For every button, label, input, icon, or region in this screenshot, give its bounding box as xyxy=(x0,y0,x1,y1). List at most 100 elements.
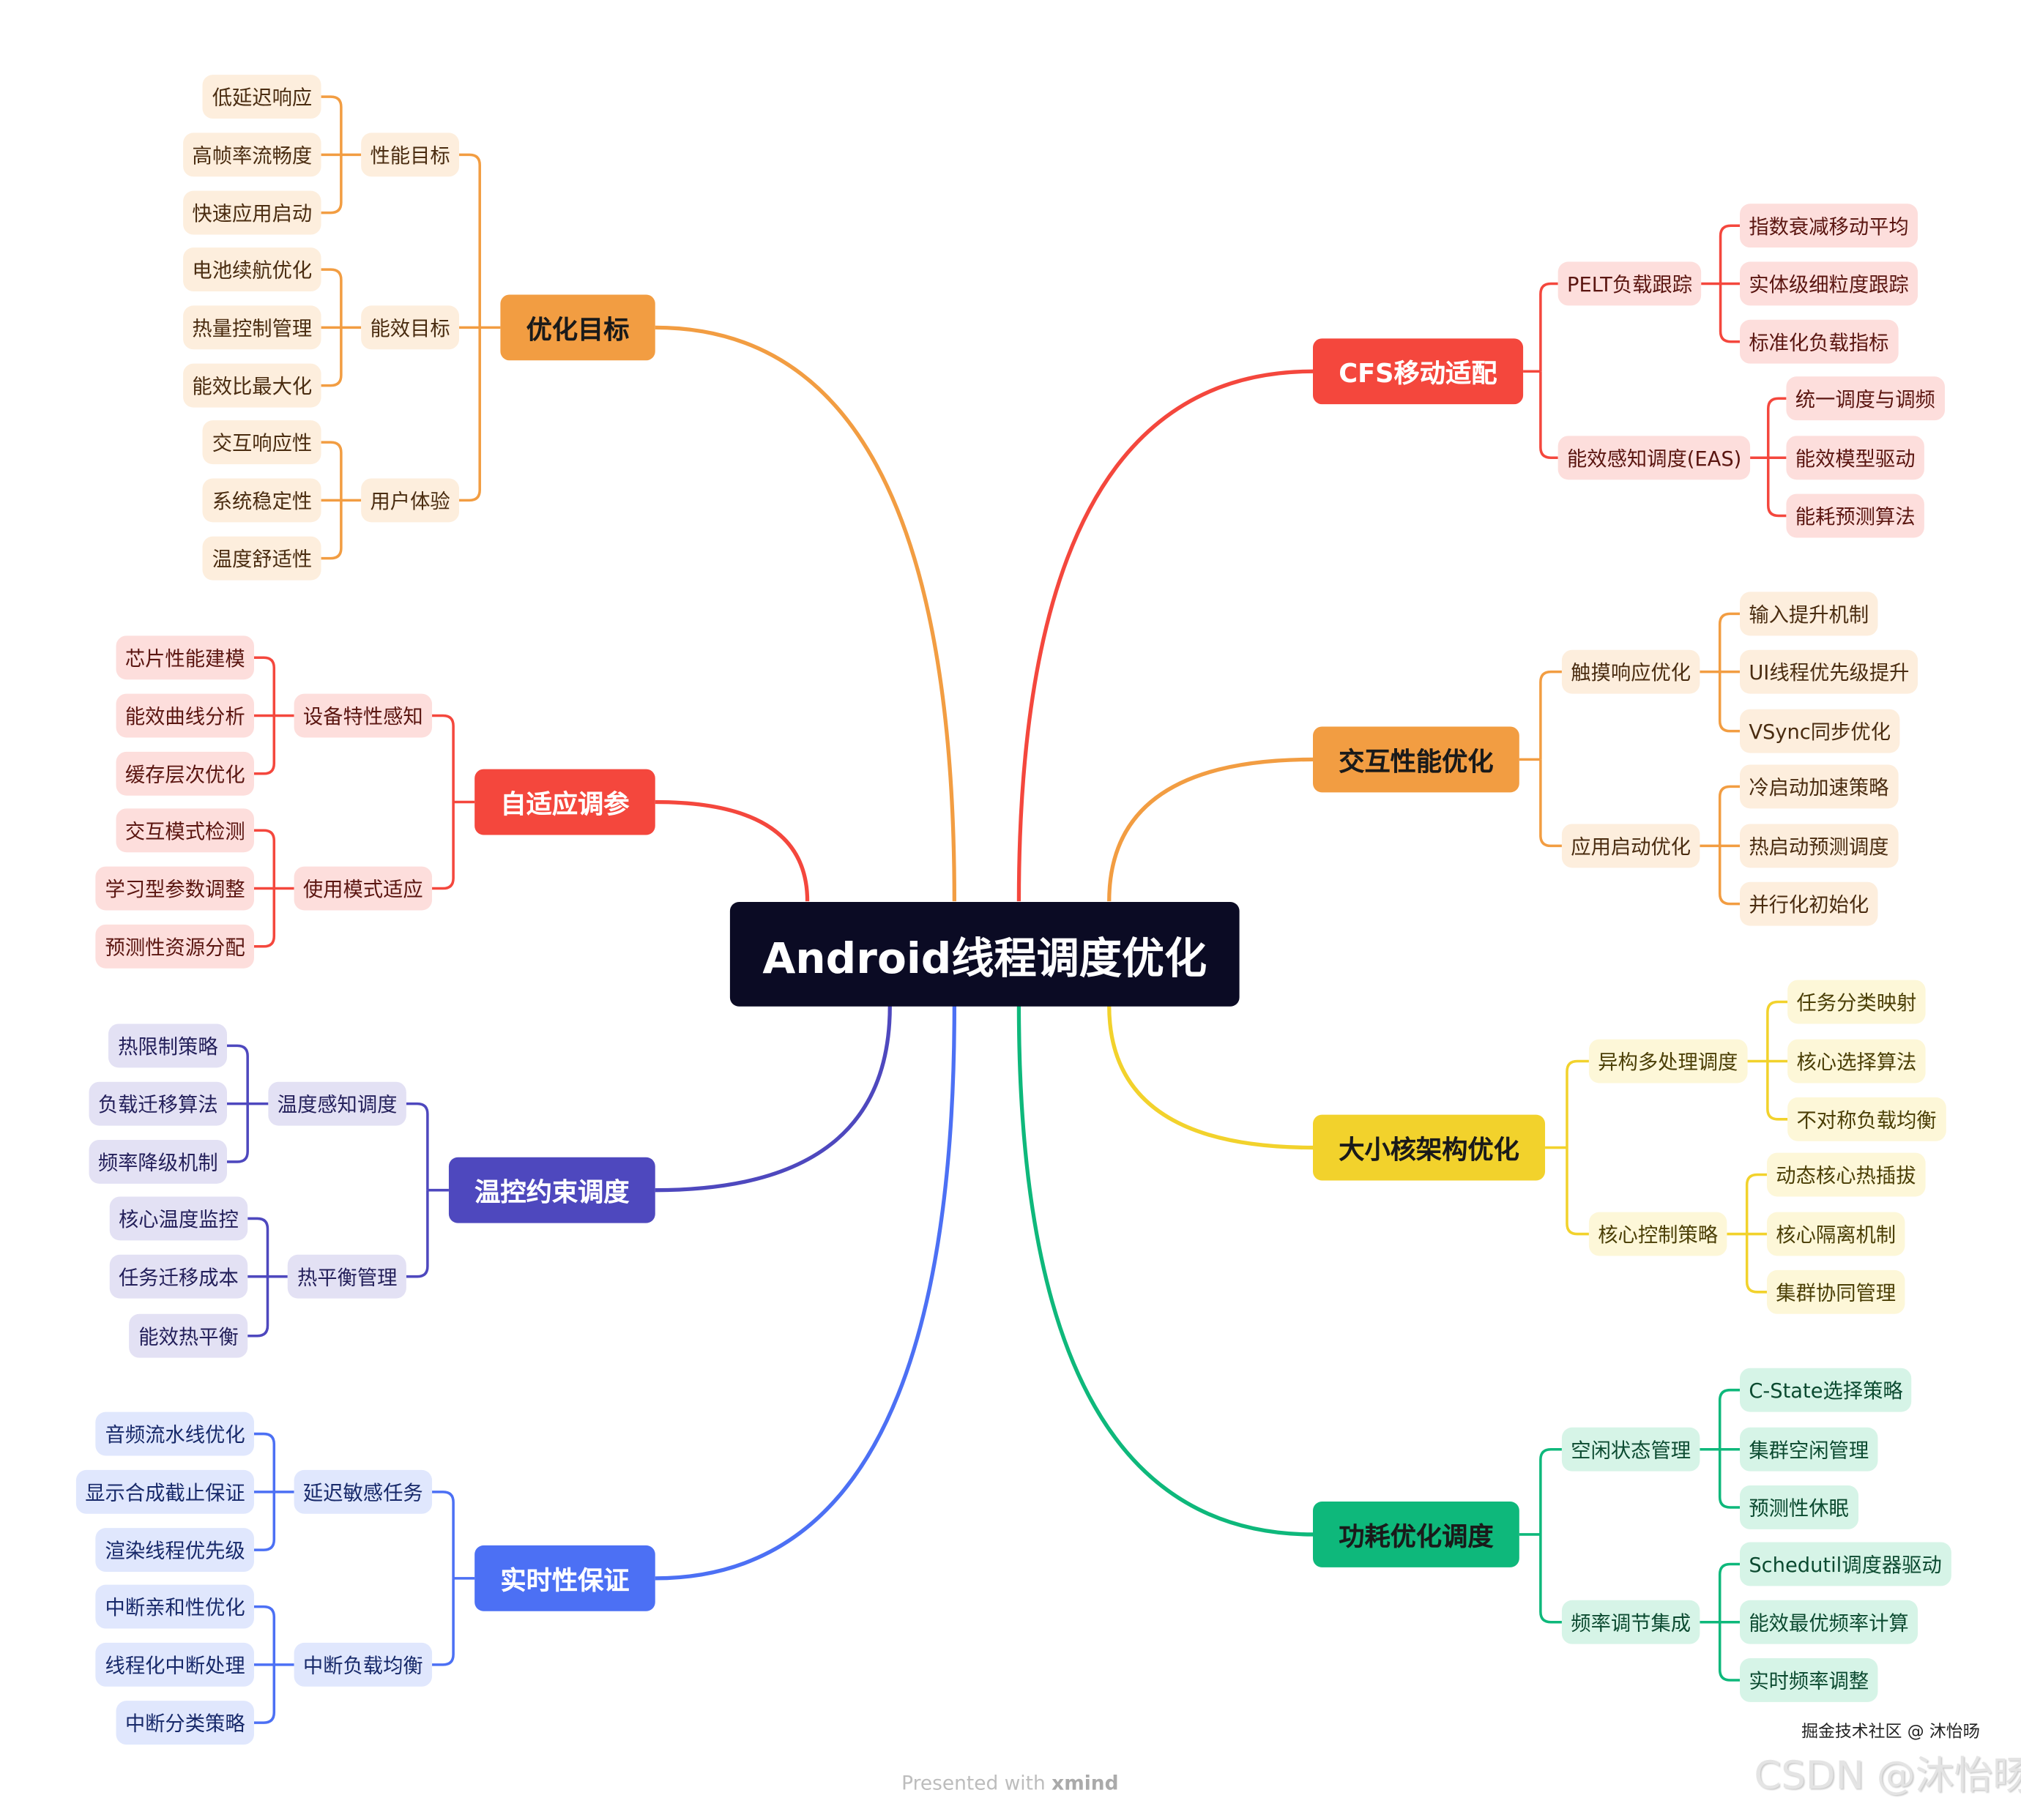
leaf-topic[interactable]: 高帧率流畅度 xyxy=(183,133,321,177)
leaf-topic[interactable]: 电池续航优化 xyxy=(183,247,321,292)
branch-connector xyxy=(1719,224,1740,284)
leaf-topic[interactable]: 频率降级机制 xyxy=(89,1139,227,1184)
leaf-topic[interactable]: 能耗预测算法 xyxy=(1786,493,1924,538)
main-topic-7[interactable]: 大小核架构优化 xyxy=(1313,1114,1546,1181)
subtopic[interactable]: 能效感知调度(EAS) xyxy=(1557,436,1751,480)
leaf-topic[interactable]: 学习型参数调整 xyxy=(96,866,254,911)
leaf-topic[interactable]: 标准化负载指标 xyxy=(1739,319,1898,364)
leaf-topic[interactable]: 热限制策略 xyxy=(108,1023,227,1068)
subtopic[interactable]: 温度感知调度 xyxy=(268,1081,406,1126)
leaf-topic[interactable]: 快速应用启动 xyxy=(183,190,321,235)
leaf-topic[interactable]: 动态核心热插拔 xyxy=(1766,1152,1925,1197)
subtopic[interactable]: 延迟敏感任务 xyxy=(294,1469,433,1514)
leaf-topic[interactable]: 能效比最大化 xyxy=(183,363,321,408)
leaf-topic[interactable]: 温度舒适性 xyxy=(203,536,321,581)
subtopic[interactable]: 应用启动优化 xyxy=(1561,824,1700,868)
branch-connector xyxy=(1745,1173,1767,1234)
leaf-topic[interactable]: 热量控制管理 xyxy=(183,305,321,350)
leaf-topic[interactable]: 核心温度监控 xyxy=(109,1196,248,1241)
leaf-topic[interactable]: 不对称负载均衡 xyxy=(1787,1097,1946,1141)
main-connector xyxy=(655,1005,957,1581)
subtopic[interactable]: 异构多处理调度 xyxy=(1588,1039,1747,1084)
leaf-topic[interactable]: 中断亲和性优化 xyxy=(96,1584,254,1629)
leaf-topic[interactable]: 低延迟响应 xyxy=(203,75,321,119)
leaf-topic[interactable]: 统一调度与调频 xyxy=(1786,376,1945,421)
branch-connector xyxy=(1539,371,1558,460)
subtopic[interactable]: 空闲状态管理 xyxy=(1561,1427,1700,1472)
leaf-topic[interactable]: 交互模式检测 xyxy=(116,808,254,853)
leaf-topic[interactable]: 热启动预测调度 xyxy=(1739,824,1898,868)
branch-connector xyxy=(459,153,481,328)
leaf-topic[interactable]: 核心隔离机制 xyxy=(1766,1212,1905,1256)
branch-connector xyxy=(321,500,343,560)
leaf-topic[interactable]: 能效最优频率计算 xyxy=(1739,1600,1918,1644)
leaf-topic[interactable]: 负载迁移算法 xyxy=(89,1081,227,1126)
subtopic[interactable]: 触摸响应优化 xyxy=(1561,649,1700,694)
subtopic[interactable]: PELT负载跟踪 xyxy=(1557,261,1702,306)
branch-connector xyxy=(253,1432,276,1492)
subtopic[interactable]: 使用模式适应 xyxy=(294,866,433,911)
leaf-topic[interactable]: 并行化初始化 xyxy=(1739,881,1878,926)
subtopic[interactable]: 性能目标 xyxy=(361,133,460,177)
leaf-topic[interactable]: 预测性休眠 xyxy=(1739,1485,1858,1529)
leaf-topic[interactable]: 显示合成截止保证 xyxy=(75,1469,254,1514)
leaf-topic[interactable]: Schedutil调度器驱动 xyxy=(1739,1542,1951,1586)
branch-connector xyxy=(1718,612,1740,672)
leaf-topic[interactable]: 输入提升机制 xyxy=(1739,592,1878,636)
branch-connector xyxy=(1539,759,1562,848)
leaf-topic[interactable]: C-State选择策略 xyxy=(1739,1368,1913,1412)
main-topic-1[interactable]: 优化目标 xyxy=(500,294,655,361)
subtopic[interactable]: 中断负载均衡 xyxy=(294,1642,433,1687)
leaf-topic[interactable]: 预测性资源分配 xyxy=(96,924,254,969)
leaf-topic[interactable]: 能效热平衡 xyxy=(129,1313,248,1358)
leaf-topic[interactable]: 实体级细粒度跟踪 xyxy=(1739,261,1918,306)
main-connector xyxy=(655,325,957,902)
subtopic[interactable]: 用户体验 xyxy=(361,478,460,523)
leaf-topic[interactable]: 任务迁移成本 xyxy=(109,1254,248,1299)
central-topic[interactable]: Android线程调度优化 xyxy=(729,902,1240,1007)
subtopic[interactable]: 频率调节集成 xyxy=(1561,1600,1700,1644)
leaf-topic[interactable]: 能效曲线分析 xyxy=(116,693,254,738)
leaf-topic[interactable]: 线程化中断处理 xyxy=(96,1642,254,1687)
leaf-topic[interactable]: 冷启动加速策略 xyxy=(1739,764,1898,809)
branch-connector xyxy=(432,1491,455,1578)
branch-connector xyxy=(321,268,343,328)
main-topic-6[interactable]: 交互性能优化 xyxy=(1313,726,1519,793)
subtopic[interactable]: 热平衡管理 xyxy=(288,1254,406,1299)
main-topic-4[interactable]: 实时性保证 xyxy=(474,1545,655,1611)
branch-connector xyxy=(247,1276,269,1338)
branch-connector xyxy=(1718,671,1740,733)
leaf-topic[interactable]: 系统稳定性 xyxy=(203,478,321,523)
branch-connector xyxy=(1718,1449,1740,1509)
leaf-topic[interactable]: 芯片性能建模 xyxy=(116,635,254,680)
leaf-topic[interactable]: 实时频率调整 xyxy=(1739,1658,1878,1702)
leaf-topic[interactable]: 指数衰减移动平均 xyxy=(1739,204,1918,248)
leaf-topic[interactable]: 任务分类映射 xyxy=(1787,980,1926,1024)
leaf-topic[interactable]: VSync同步优化 xyxy=(1739,709,1900,753)
leaf-topic[interactable]: 核心选择算法 xyxy=(1787,1039,1926,1084)
branch-connector xyxy=(406,1102,429,1190)
leaf-topic[interactable]: 中断分类策略 xyxy=(116,1701,254,1745)
main-topic-5[interactable]: CFS移动适配 xyxy=(1313,338,1523,405)
branch-connector xyxy=(1766,1000,1788,1062)
subtopic[interactable]: 核心控制策略 xyxy=(1588,1212,1727,1256)
leaf-topic[interactable]: 能效模型驱动 xyxy=(1786,436,1924,480)
main-topic-2[interactable]: 自适应调参 xyxy=(474,769,655,835)
main-topic-8[interactable]: 功耗优化调度 xyxy=(1313,1502,1519,1567)
leaf-topic[interactable]: 集群空闲管理 xyxy=(1739,1427,1878,1472)
leaf-topic[interactable]: 交互响应性 xyxy=(203,420,321,465)
leaf-topic[interactable]: 渲染线程优先级 xyxy=(96,1528,254,1573)
csdn-watermark: CSDN @沐怡旸 xyxy=(1754,1753,2021,1800)
branch-connector xyxy=(1539,1534,1562,1624)
subtopic[interactable]: 设备特性感知 xyxy=(294,693,433,738)
main-topic-3[interactable]: 温控约束调度 xyxy=(448,1157,655,1223)
presented-text: Presented with xyxy=(901,1772,1052,1795)
leaf-topic[interactable]: UI线程优先级提升 xyxy=(1739,649,1918,694)
subtopic[interactable]: 能效目标 xyxy=(361,305,460,350)
leaf-topic[interactable]: 音频流水线优化 xyxy=(96,1411,254,1456)
leaf-topic[interactable]: 集群协同管理 xyxy=(1766,1269,1905,1314)
branch-connector xyxy=(1719,283,1740,343)
branch-connector xyxy=(321,154,343,215)
leaf-topic[interactable]: 缓存层次优化 xyxy=(116,751,254,796)
